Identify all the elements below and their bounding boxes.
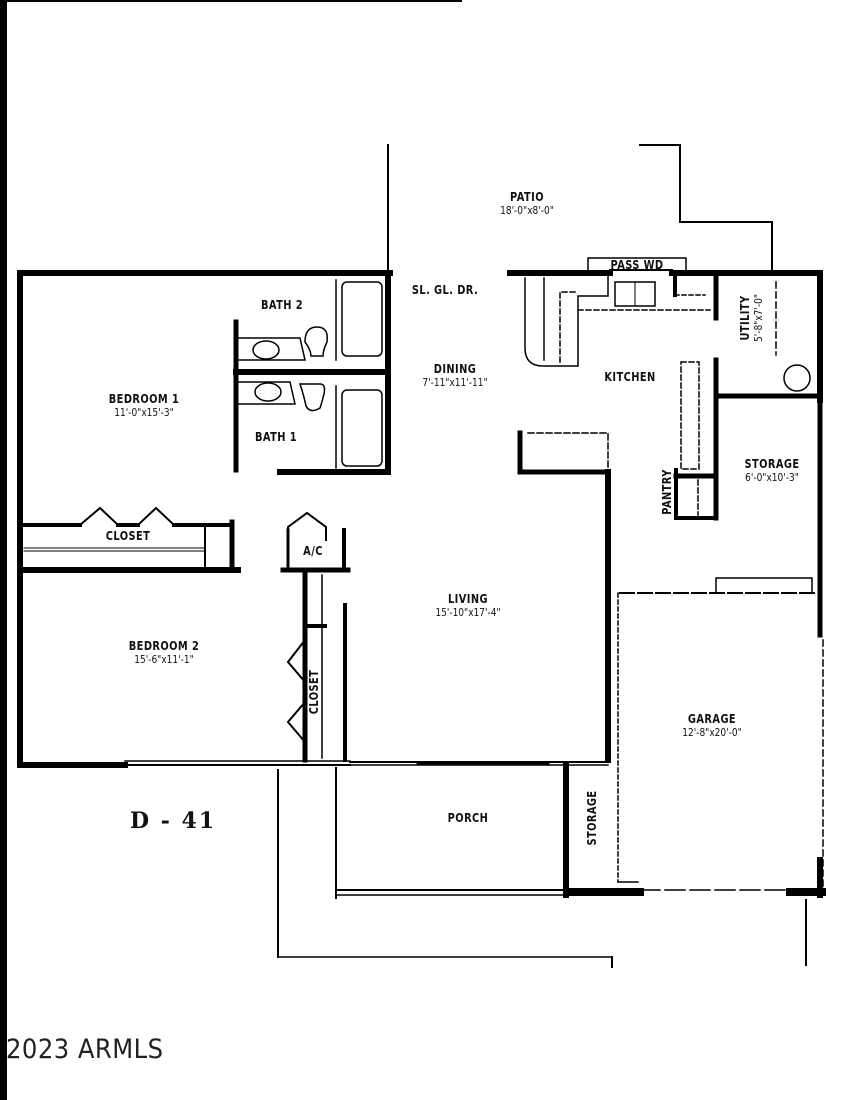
room-label-kitchen: KITCHEN xyxy=(599,370,662,384)
left-border xyxy=(0,0,7,1100)
room-name: STORAGE xyxy=(585,790,599,846)
room-label-pantry: PANTRY xyxy=(660,464,674,519)
room-dimensions: 7'-11"x11'-11" xyxy=(422,376,488,389)
room-name: LIVING xyxy=(448,592,488,606)
room-dimensions: 15'-10"x17'-4" xyxy=(435,606,501,619)
room-label-sliding-glass-door: SL. GL. DR. xyxy=(405,283,486,297)
room-name: KITCHEN xyxy=(604,370,656,384)
room-name: A/C xyxy=(303,544,323,558)
room-name: GARAGE xyxy=(687,712,737,726)
room-label-bath-2: BATH 2 xyxy=(256,298,307,312)
room-label-bath-1: BATH 1 xyxy=(250,430,301,444)
room-name: DINING xyxy=(433,362,477,376)
room-name: BATH 1 xyxy=(254,430,298,444)
room-label-porch: PORCH xyxy=(443,811,493,825)
room-name: CLOSET xyxy=(105,529,151,543)
room-name: PANTRY xyxy=(660,469,674,515)
room-label-pass-window: PASS WD xyxy=(605,258,670,272)
room-label-patio: PATIO 18'-0"x8'-0" xyxy=(494,190,560,218)
room-dimensions: 6'-0"x10'-3" xyxy=(745,471,799,484)
plan-model-code: D - 41 xyxy=(130,808,217,834)
room-label-storage-front: STORAGE xyxy=(585,784,599,851)
copyright-watermark: 2023 ARMLS xyxy=(6,1034,164,1065)
room-name: CLOSET xyxy=(307,669,321,715)
room-dimensions: 5'-8"x7'-0" xyxy=(752,293,765,343)
room-name: PATIO xyxy=(510,190,544,204)
room-name: SL. GL. DR. xyxy=(411,283,479,297)
room-label-utility: UTILITY 5'-8"x7'-0" xyxy=(738,289,766,348)
room-name: PASS WD xyxy=(610,258,664,272)
room-label-bedroom-2: BEDROOM 2 15'-6"x11'-1" xyxy=(121,639,207,667)
room-label-bedroom-1: BEDROOM 1 11'-0"x15'-3" xyxy=(101,392,187,420)
room-label-ac: A/C xyxy=(301,544,325,558)
room-label-closet-bedroom-1: CLOSET xyxy=(101,529,155,543)
room-name: STORAGE xyxy=(744,457,800,471)
room-dimensions: 18'-0"x8'-0" xyxy=(500,204,554,217)
room-dimensions: 11'-0"x15'-3" xyxy=(114,406,174,419)
room-label-dining: DINING 7'-11"x11'-11" xyxy=(415,362,495,390)
room-label-living: LIVING 15'-10"x17'-4" xyxy=(428,592,508,620)
room-name: UTILITY xyxy=(738,295,752,341)
room-label-garage: GARAGE 12'-8"x20'-0" xyxy=(676,712,749,740)
top-border xyxy=(0,0,462,2)
room-name: BEDROOM 2 xyxy=(128,639,200,653)
room-label-storage-rear: STORAGE 6'-0"x10'-3" xyxy=(738,457,805,485)
room-dimensions: 12'-8"x20'-0" xyxy=(682,726,742,739)
room-dimensions: 15'-6"x11'-1" xyxy=(134,653,194,666)
room-label-closet-bedroom-2: CLOSET xyxy=(307,665,321,719)
room-name: BEDROOM 1 xyxy=(108,392,180,406)
room-name: BATH 2 xyxy=(260,298,304,312)
room-name: PORCH xyxy=(447,811,489,825)
